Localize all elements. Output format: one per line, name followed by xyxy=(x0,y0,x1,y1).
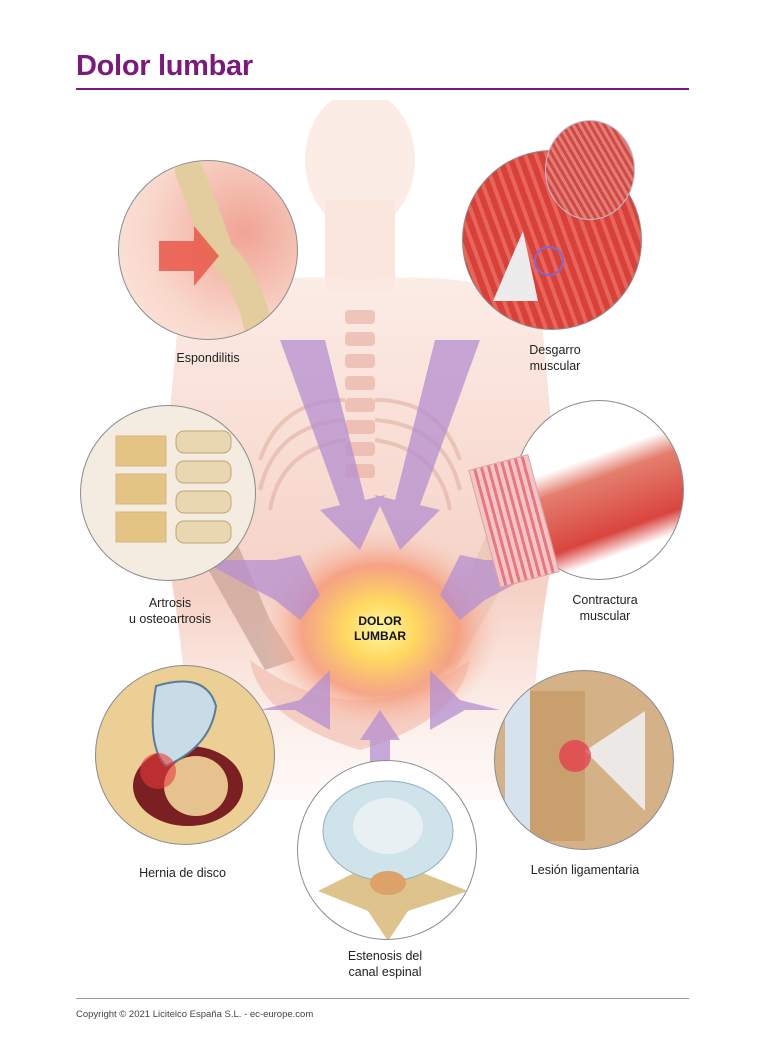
footer-divider xyxy=(76,998,689,999)
label-hernia: Hernia de disco xyxy=(139,866,226,880)
espondilitis-illustration xyxy=(118,160,298,340)
injury-marker-icon xyxy=(534,246,564,276)
artrosis-illustration xyxy=(80,405,256,581)
copyright-text: Copyright © 2021 Licitelco España S.L. -… xyxy=(76,1009,314,1020)
label-artrosis: Artrosis u osteoartrosis xyxy=(129,596,211,626)
label-espondilitis: Espondilitis xyxy=(176,351,240,365)
title-divider xyxy=(76,88,689,90)
label-desgarro: Desgarro muscular xyxy=(529,343,581,373)
center-pain-label: DOLOR LUMBAR xyxy=(354,614,406,643)
back-anatomy-illustration xyxy=(160,100,560,800)
injury-highlight-icon xyxy=(559,740,591,772)
hernia-disco-illustration xyxy=(95,665,275,845)
label-contractura: Contractura muscular xyxy=(572,593,638,623)
label-estenosis: Estenosis del canal espinal xyxy=(347,949,423,979)
estenosis-canal-illustration xyxy=(297,760,477,940)
red-arrow-icon xyxy=(159,226,219,286)
desgarro-zoom-inset xyxy=(545,120,635,220)
lesion-ligamentaria-illustration xyxy=(494,670,674,850)
page-title: Dolor lumbar xyxy=(76,50,253,82)
label-lesion: Lesión ligamentaria xyxy=(530,863,640,877)
